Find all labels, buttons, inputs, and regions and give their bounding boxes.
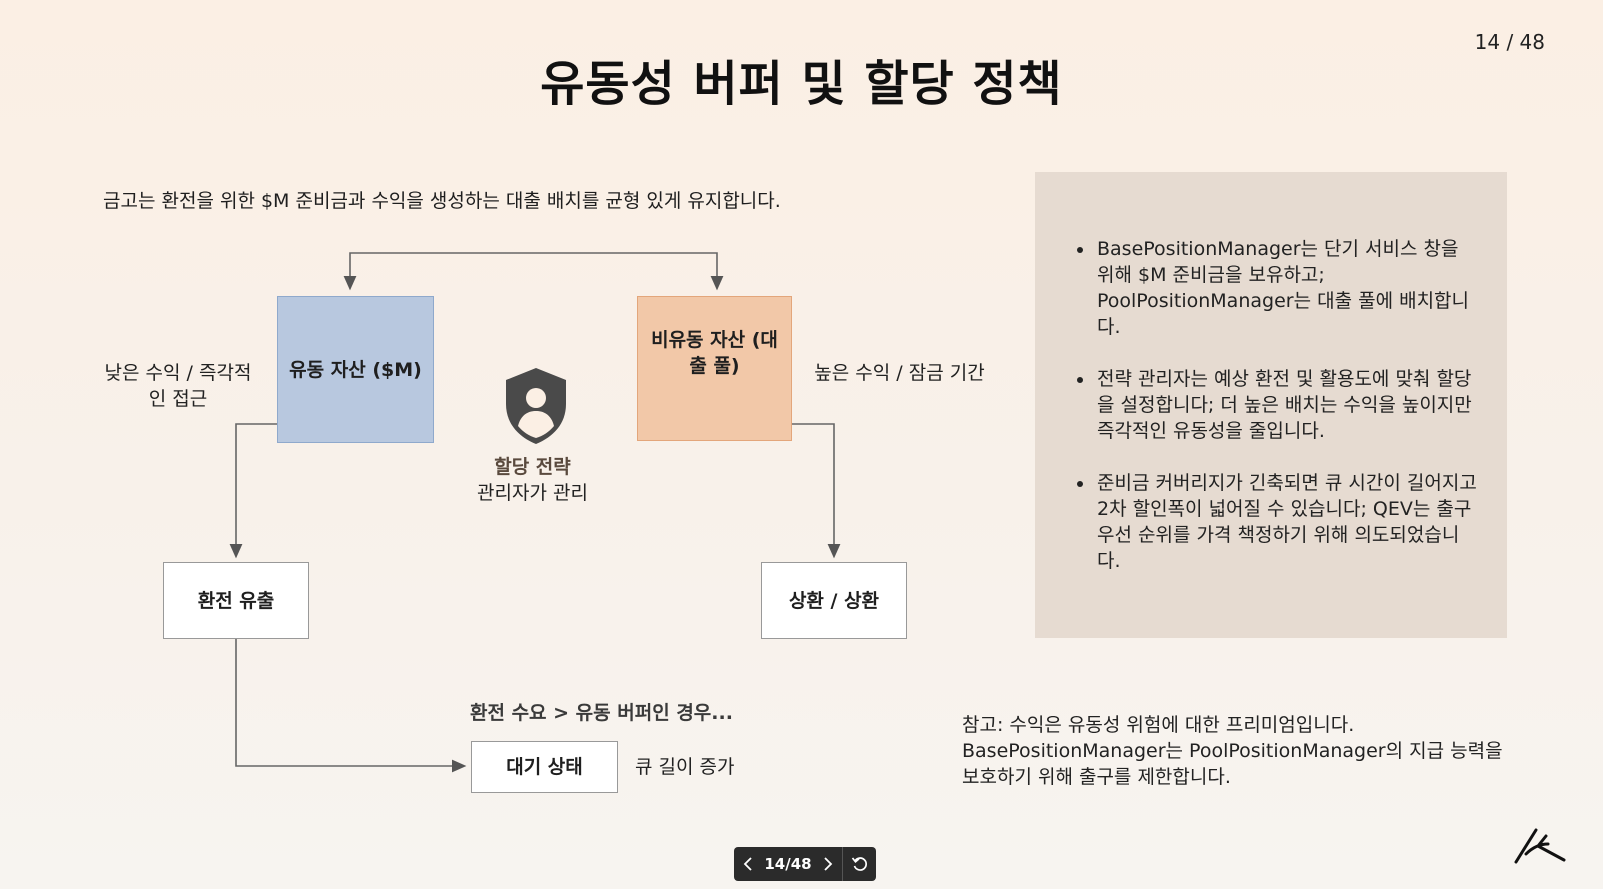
connector-outflow	[229, 423, 277, 559]
outflow-label: 환전 유출	[197, 589, 275, 612]
bullet-item: BasePositionManager는 단기 서비스 창을 위해 $M 준비금…	[1077, 236, 1479, 340]
prev-slide-button[interactable]	[734, 847, 762, 881]
repay-box: 상환 / 상환	[761, 562, 907, 639]
wait-state-box: 대기 상태	[471, 741, 618, 793]
wait-state-label: 대기 상태	[506, 756, 583, 778]
chevron-right-icon	[824, 857, 833, 871]
pager-divider	[842, 847, 843, 881]
illiquid-assets-label: 비유동 자산 (대출 풀)	[651, 329, 778, 377]
pager-label: 14/48	[764, 855, 812, 873]
illiquid-assets-box: 비유동 자산 (대출 풀)	[637, 296, 792, 441]
intro-text: 금고는 환전을 위한 $M 준비금과 수익을 생성하는 대출 배치를 균형 있게…	[103, 190, 781, 212]
outflow-box: 환전 유출	[163, 562, 309, 639]
connector-wait	[235, 637, 467, 773]
left-yield-label: 낮은 수익 / 즉각적인 접근	[104, 362, 252, 410]
slide-title: 유동성 버퍼 및 할당 정책	[540, 56, 1063, 112]
chevron-left-icon	[743, 857, 752, 871]
restart-button[interactable]	[843, 847, 876, 881]
queue-label: 큐 길이 증가	[635, 756, 735, 778]
strategy-label: 할당 전략 관리자가 관리	[455, 454, 610, 506]
repay-label: 상환 / 상환	[788, 589, 880, 612]
note-text: 참고: 수익은 유동성 위험에 대한 프리미엄입니다. BasePosition…	[962, 714, 1503, 788]
bullet-item: 전략 관리자는 예상 환전 및 활용도에 맞춰 할당을 설정합니다; 더 높은 …	[1077, 366, 1479, 444]
condition-label: 환전 수요 > 유동 버퍼인 경우...	[470, 702, 733, 724]
liquid-assets-label: 유동 자산 ($M)	[289, 358, 422, 381]
connector-repay	[792, 423, 841, 559]
undo-icon	[851, 857, 867, 871]
strategy-title: 할당 전략	[494, 456, 571, 478]
page-counter: 14 / 48	[1474, 30, 1545, 54]
liquid-assets-box: 유동 자산 ($M)	[277, 296, 434, 443]
next-slide-button[interactable]	[814, 847, 842, 881]
user-shield-icon	[506, 368, 566, 444]
connector-top	[349, 252, 718, 283]
bullet-item: 준비금 커버리지가 긴축되면 큐 시간이 길어지고 2차 할인폭이 넓어질 수 …	[1077, 470, 1479, 574]
strategy-sub: 관리자가 관리	[477, 482, 588, 504]
right-yield-label: 높은 수익 / 잠금 기간	[814, 362, 985, 384]
slide-pager: 14/48	[734, 847, 876, 881]
brand-logo-icon	[1514, 828, 1566, 864]
info-panel: BasePositionManager는 단기 서비스 창을 위해 $M 준비금…	[1035, 172, 1507, 638]
info-bullets: BasePositionManager는 단기 서비스 창을 위해 $M 준비금…	[1035, 172, 1507, 574]
